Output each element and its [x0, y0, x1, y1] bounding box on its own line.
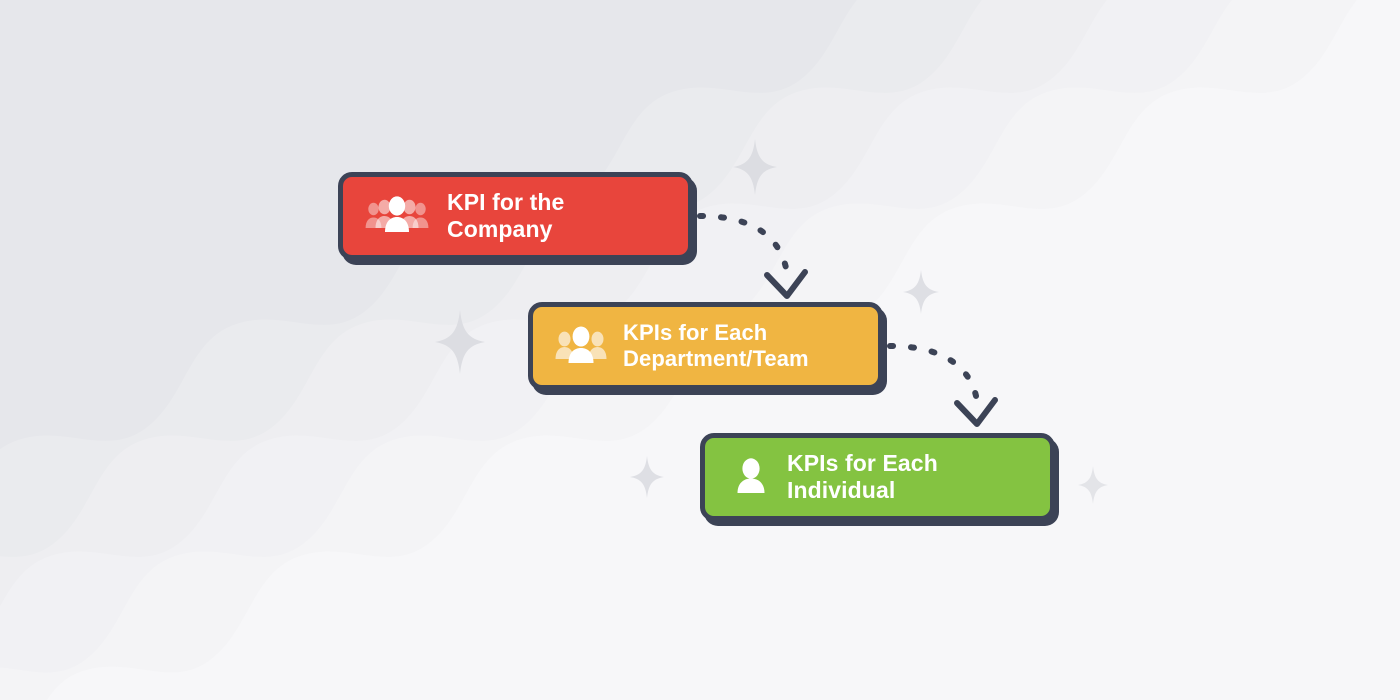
- node-kpi-company[interactable]: KPI for the Company: [338, 172, 693, 260]
- sparkle-icon: [435, 310, 485, 374]
- sparkle-icon: [903, 270, 939, 314]
- node-kpi-department-team[interactable]: KPIs for Each Department/Team: [528, 302, 883, 390]
- sparkle-icon: [1078, 466, 1108, 504]
- three-people-icon: [555, 325, 607, 367]
- node-label-individual: KPIs for Each Individual: [787, 449, 938, 503]
- group-of-people-icon: [365, 196, 429, 236]
- node-kpi-individual[interactable]: KPIs for Each Individual: [700, 433, 1055, 521]
- sparkle-icon: [733, 139, 777, 195]
- node-label-department-team: KPIs for Each Department/Team: [623, 320, 809, 371]
- node-label-company: KPI for the Company: [447, 188, 565, 242]
- single-person-icon: [735, 457, 767, 497]
- sparkle-icon: [630, 456, 664, 498]
